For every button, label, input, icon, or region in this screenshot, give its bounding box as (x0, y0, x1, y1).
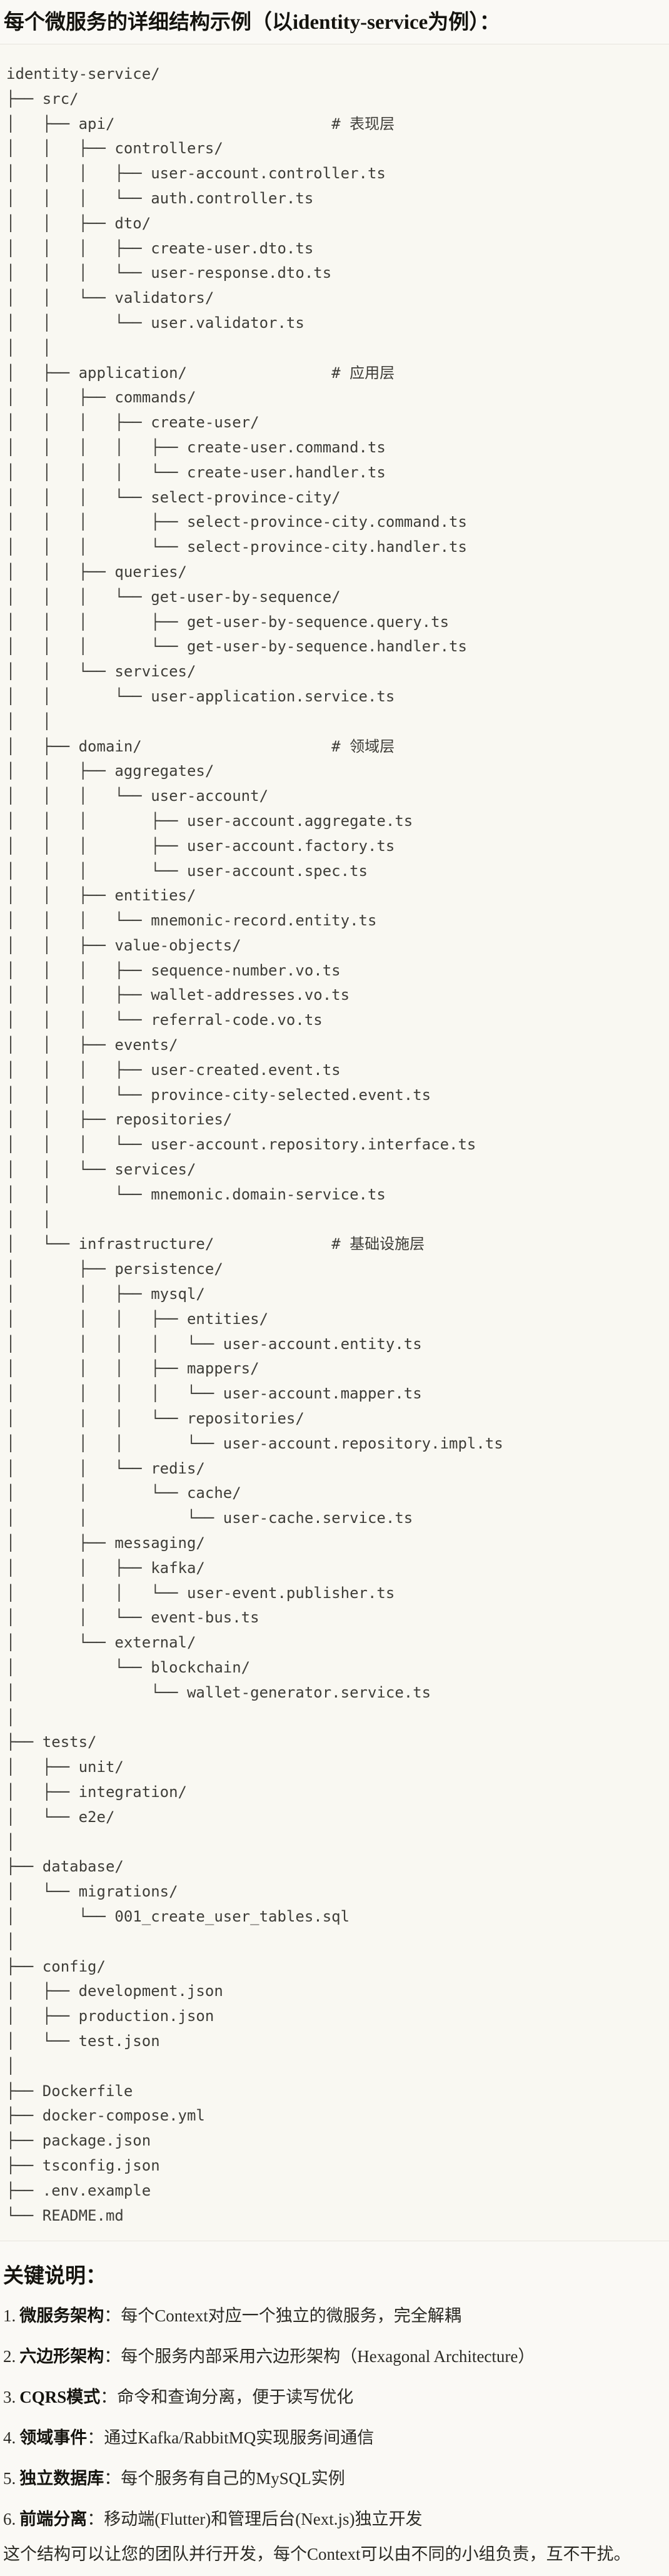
note-desc: 每个服务内部采用六边形架构（Hexagonal Architecture） (121, 2347, 535, 2366)
note-item: 5.独立数据库：每个服务有自己的MySQL实例 (3, 2467, 663, 2490)
note-number: 1. (3, 2306, 16, 2326)
note-item: 4.领域事件：通过Kafka/RabbitMQ实现服务间通信 (3, 2426, 663, 2449)
note-number: 5. (3, 2469, 16, 2488)
note-term: 微服务架构 (19, 2306, 104, 2326)
note-separator: ： (104, 2347, 121, 2366)
note-desc: 通过Kafka/RabbitMQ实现服务间通信 (104, 2428, 375, 2448)
note-item: 2.六边形架构：每个服务内部采用六边形架构（Hexagonal Architec… (3, 2345, 663, 2368)
note-separator: ： (104, 2469, 121, 2488)
note-number: 3. (3, 2388, 16, 2407)
note-term: 独立数据库 (19, 2469, 104, 2488)
page-title: 每个微服务的详细结构示例（以identity-service为例）： (4, 11, 500, 34)
note-number: 4. (3, 2428, 16, 2448)
note-separator: ： (87, 2510, 104, 2529)
directory-tree: identity-service/ ├── src/ │ ├── api/ # … (6, 65, 503, 2224)
note-desc: 移动端(Flutter)和管理后台(Next.js)独立开发 (104, 2510, 423, 2529)
note-desc: 每个服务有自己的MySQL实例 (121, 2469, 345, 2488)
notes-heading: 关键说明： (3, 2265, 106, 2288)
note-separator: ： (100, 2388, 118, 2407)
closing-paragraph: 这个结构可以让您的团队并行开发，每个Context可以由不同的小组负责，互不干扰… (3, 2545, 631, 2564)
note-term: CQRS模式 (19, 2388, 101, 2407)
note-term: 前端分离 (19, 2510, 88, 2529)
note-number: 6. (3, 2510, 16, 2529)
note-term: 六边形架构 (19, 2347, 104, 2366)
note-item: 1.微服务架构：每个Context对应一个独立的微服务，完全解耦 (3, 2304, 663, 2327)
note-number: 2. (3, 2347, 16, 2366)
note-item: 3.CQRS模式：命令和查询分离，便于读写优化 (3, 2386, 663, 2408)
note-separator: ： (104, 2306, 121, 2326)
note-desc: 命令和查询分离，便于读写优化 (117, 2388, 354, 2407)
directory-tree-block: identity-service/ ├── src/ │ ├── api/ # … (0, 44, 669, 2242)
note-item: 6.前端分离：移动端(Flutter)和管理后台(Next.js)独立开发 (3, 2508, 663, 2530)
note-term: 领域事件 (19, 2428, 88, 2448)
note-separator: ： (87, 2428, 104, 2448)
note-desc: 每个Context对应一个独立的微服务，完全解耦 (121, 2306, 461, 2326)
